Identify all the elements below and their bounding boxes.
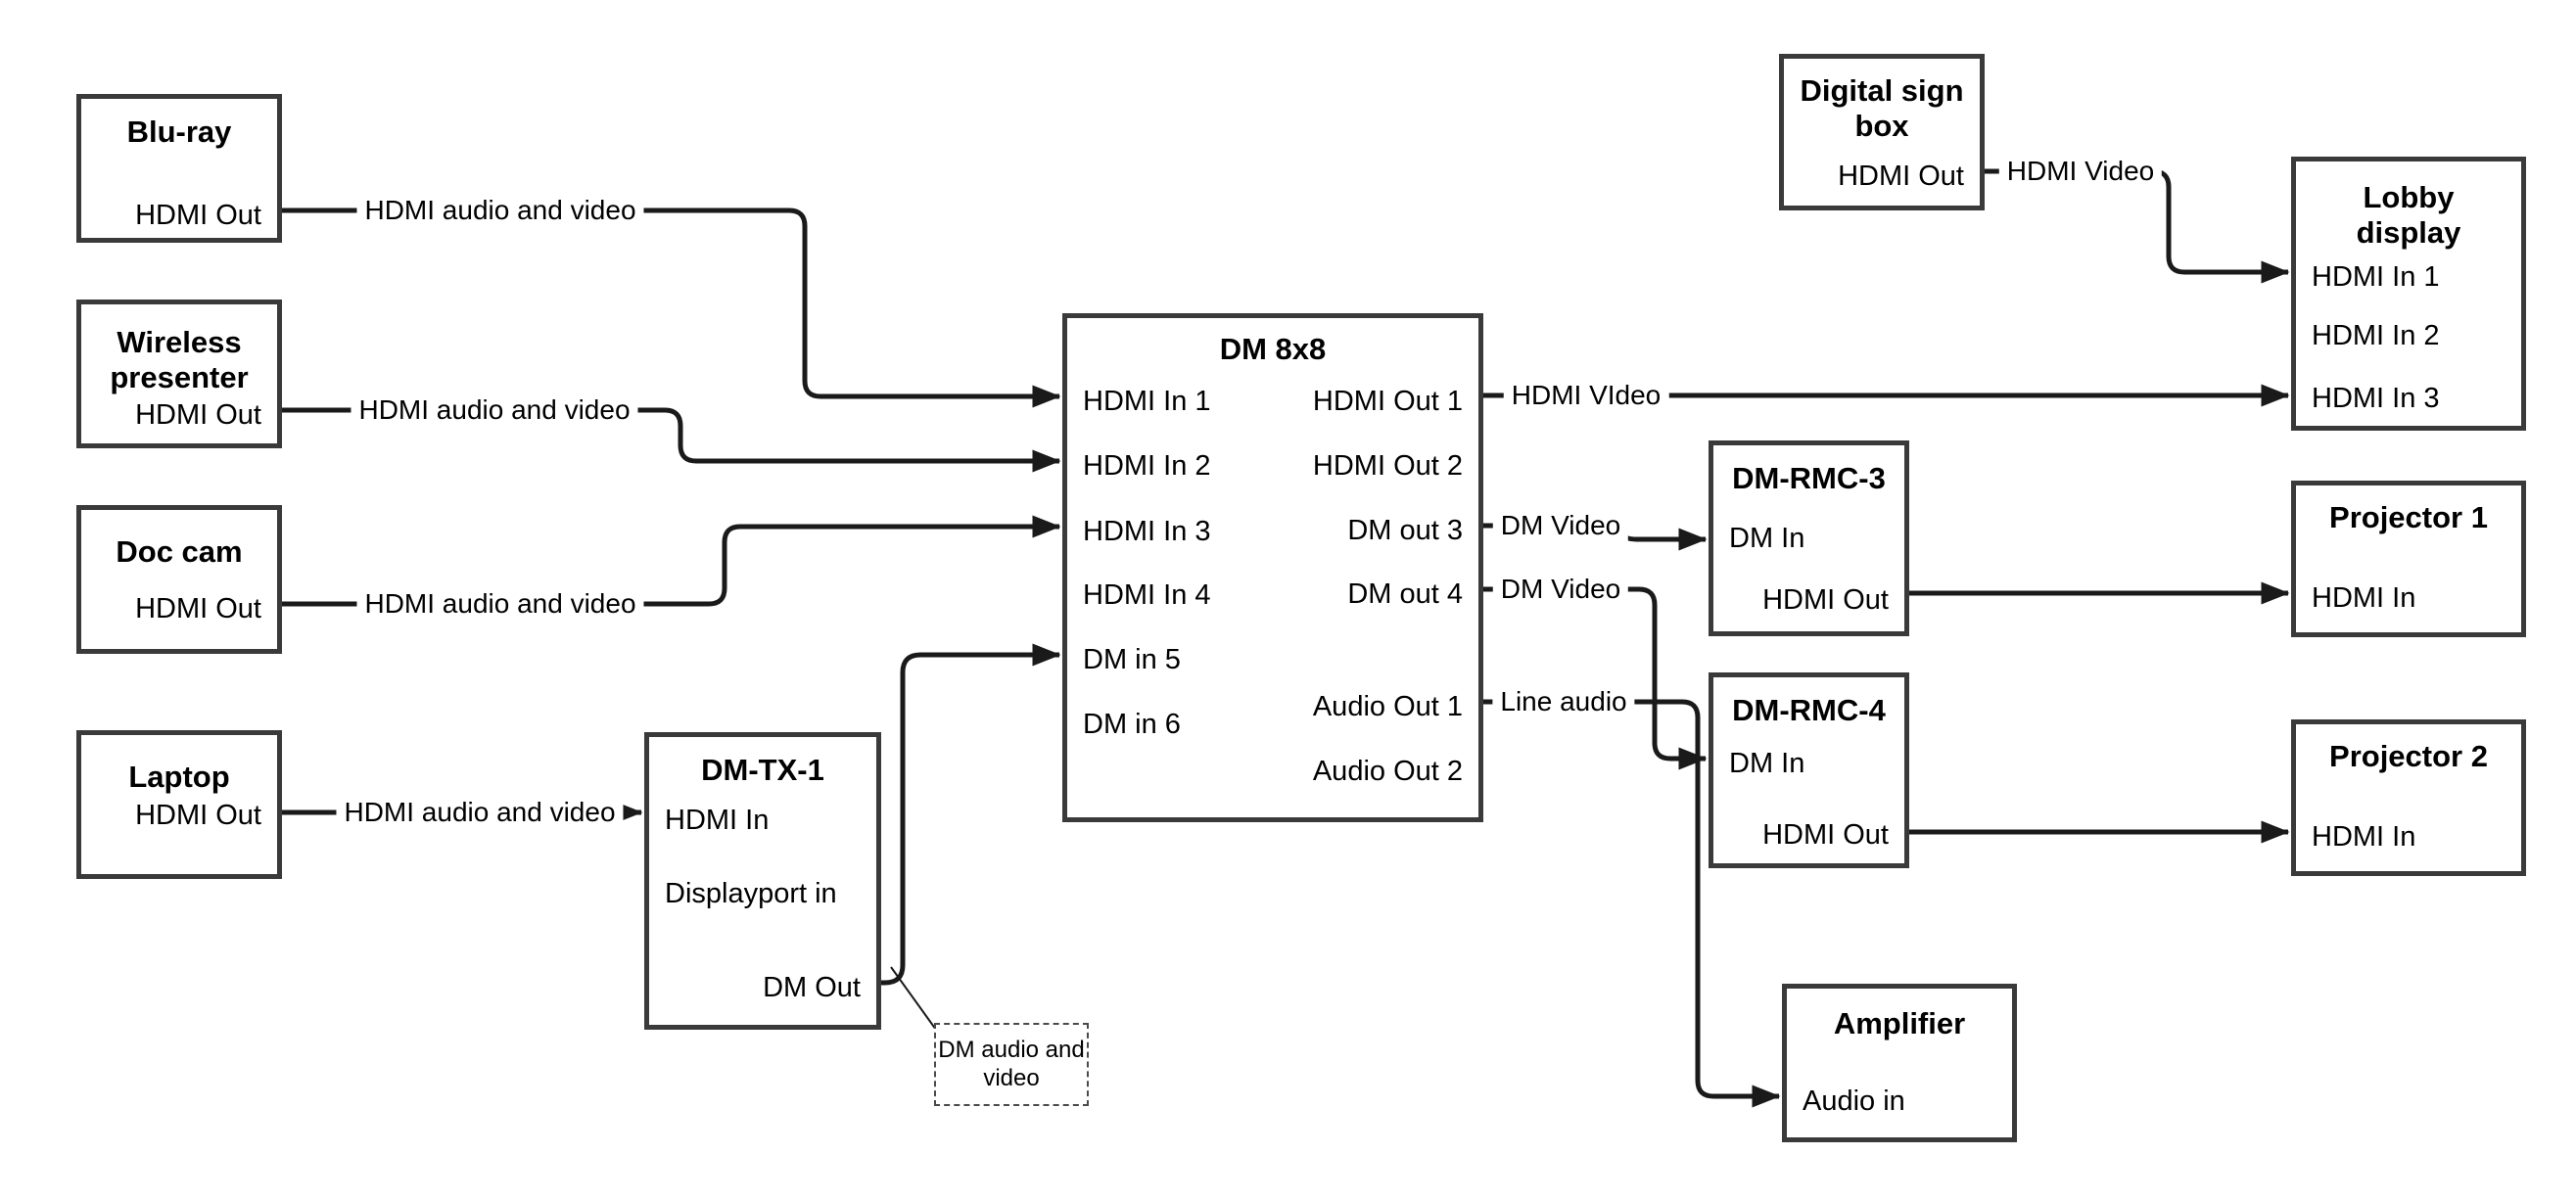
node-dm-rmc-3: DM-RMC-3 DM In HDMI Out <box>1709 440 1909 636</box>
node-title: Blu-ray <box>126 115 232 149</box>
note-leader-line <box>890 966 937 1031</box>
node-title: DM-TX-1 <box>701 753 824 787</box>
port-hdmi-out-1: HDMI Out 1 <box>1312 386 1463 417</box>
port-hdmi-in: HDMI In <box>2312 582 2416 614</box>
node-title-line2: box <box>1854 109 1909 143</box>
port-hdmi-out: HDMI Out <box>135 800 261 831</box>
node-title: Digital sign box <box>1784 73 1980 144</box>
node-title-line1: Lobby <box>2363 180 2455 214</box>
port-hdmi-out-2: HDMI Out 2 <box>1312 450 1463 482</box>
node-dm-tx-1: DM-TX-1 HDMI In Displayport in DM Out <box>644 732 881 1030</box>
wire-label-hdmi-audio-video-bluray: HDMI audio and video <box>356 194 644 227</box>
note-line1: DM audio and <box>938 1037 1085 1063</box>
port-dm-in-6: DM in 6 <box>1083 709 1181 740</box>
node-title: Lobby display <box>2296 180 2521 251</box>
port-audio-out-1: Audio Out 1 <box>1312 691 1463 722</box>
wire-label-dm-video-out4: DM Video <box>1492 573 1629 606</box>
port-hdmi-in: HDMI In <box>2312 821 2416 853</box>
note-line2: video <box>983 1065 1040 1091</box>
node-digital-sign-box: Digital sign box HDMI Out <box>1779 54 1985 210</box>
wire-dm8x8-dmout4-to-rmc4-dmin <box>1483 586 1708 770</box>
wire-bluray-to-dm8x8-in1 <box>282 208 1061 408</box>
port-hdmi-in-1: HDMI In 1 <box>2312 261 2440 293</box>
port-hdmi-out: HDMI Out <box>135 399 261 431</box>
node-title: Laptop <box>128 760 230 794</box>
node-title: Amplifier <box>1833 1006 1966 1040</box>
port-dm-out-3: DM out 3 <box>1347 515 1463 546</box>
node-title: DM-RMC-4 <box>1732 693 1886 727</box>
wire-doccam-to-dm8x8-in3 <box>282 515 1061 607</box>
port-hdmi-out: HDMI Out <box>135 593 261 624</box>
wire-wireless-to-dm8x8-in2 <box>282 407 1061 473</box>
port-audio-in: Audio in <box>1803 1086 1905 1117</box>
port-audio-out-2: Audio Out 2 <box>1312 756 1463 787</box>
node-title: Wireless presenter <box>81 325 277 395</box>
wire-dmtx1-dmout-to-dm8x8-in5 <box>881 643 1061 986</box>
wire-label-hdmi-audio-video-doccam: HDMI audio and video <box>356 587 644 621</box>
port-dm-in: DM In <box>1729 523 1805 554</box>
node-amplifier: Amplifier Audio in <box>1782 984 2017 1142</box>
wire-label-hdmi-video-sign: HDMI Video <box>1998 155 2163 188</box>
node-title: DM-RMC-3 <box>1732 461 1886 495</box>
port-hdmi-in-3: HDMI In 3 <box>1083 516 1211 547</box>
note-dm-audio-and-video: DM audio and video <box>934 1023 1089 1106</box>
node-projector-1: Projector 1 HDMI In <box>2291 481 2526 637</box>
wire-label-hdmi-video-out1: HDMI VIdeo <box>1503 379 1669 412</box>
port-hdmi-in-1: HDMI In 1 <box>1083 386 1211 417</box>
port-dm-out: DM Out <box>763 972 861 1003</box>
port-hdmi-in: HDMI In <box>665 805 770 836</box>
node-title-line1: Wireless <box>117 325 242 359</box>
port-dm-in-5: DM in 5 <box>1083 644 1181 675</box>
port-hdmi-in-2: HDMI In 2 <box>2312 320 2440 351</box>
node-title-line1: Digital sign <box>1800 73 1964 108</box>
wire-label-dm-video-out3: DM Video <box>1492 509 1629 542</box>
port-dm-out-4: DM out 4 <box>1347 578 1463 610</box>
port-dm-in: DM In <box>1729 748 1805 779</box>
port-hdmi-out: HDMI Out <box>1762 584 1889 616</box>
node-title: Projector 1 <box>2329 500 2488 534</box>
node-dm-8x8: DM 8x8 HDMI In 1 HDMI In 2 HDMI In 3 HDM… <box>1062 313 1483 822</box>
wire-label-hdmi-audio-video-laptop: HDMI audio and video <box>336 796 624 829</box>
port-hdmi-out: HDMI Out <box>1762 819 1889 851</box>
node-wireless-presenter: Wireless presenter HDMI Out <box>76 300 282 448</box>
wire-dm8x8-audioout1-to-amplifier <box>1483 699 1781 1108</box>
node-title: DM 8x8 <box>1219 332 1327 366</box>
node-title-line2: presenter <box>110 360 249 394</box>
node-lobby-display: Lobby display HDMI In 1 HDMI In 2 HDMI I… <box>2291 157 2526 431</box>
node-title: Projector 2 <box>2329 739 2488 773</box>
node-projector-2: Projector 2 HDMI In <box>2291 719 2526 876</box>
node-title-line2: display <box>2356 215 2461 250</box>
node-doc-cam: Doc cam HDMI Out <box>76 505 282 654</box>
port-hdmi-in-4: HDMI In 4 <box>1083 579 1211 611</box>
port-hdmi-out: HDMI Out <box>1838 161 1964 192</box>
port-displayport-in: Displayport in <box>665 878 837 909</box>
wire-label-line-audio: Line audio <box>1492 685 1635 718</box>
node-title: Doc cam <box>116 534 243 569</box>
node-blu-ray: Blu-ray HDMI Out <box>76 94 282 243</box>
node-dm-rmc-4: DM-RMC-4 DM In HDMI Out <box>1709 672 1909 868</box>
port-hdmi-out: HDMI Out <box>135 200 261 231</box>
node-laptop: Laptop HDMI Out <box>76 730 282 879</box>
port-hdmi-in-2: HDMI In 2 <box>1083 450 1211 482</box>
port-hdmi-in-3: HDMI In 3 <box>2312 383 2440 414</box>
wire-label-hdmi-audio-video-wireless: HDMI audio and video <box>351 393 638 427</box>
